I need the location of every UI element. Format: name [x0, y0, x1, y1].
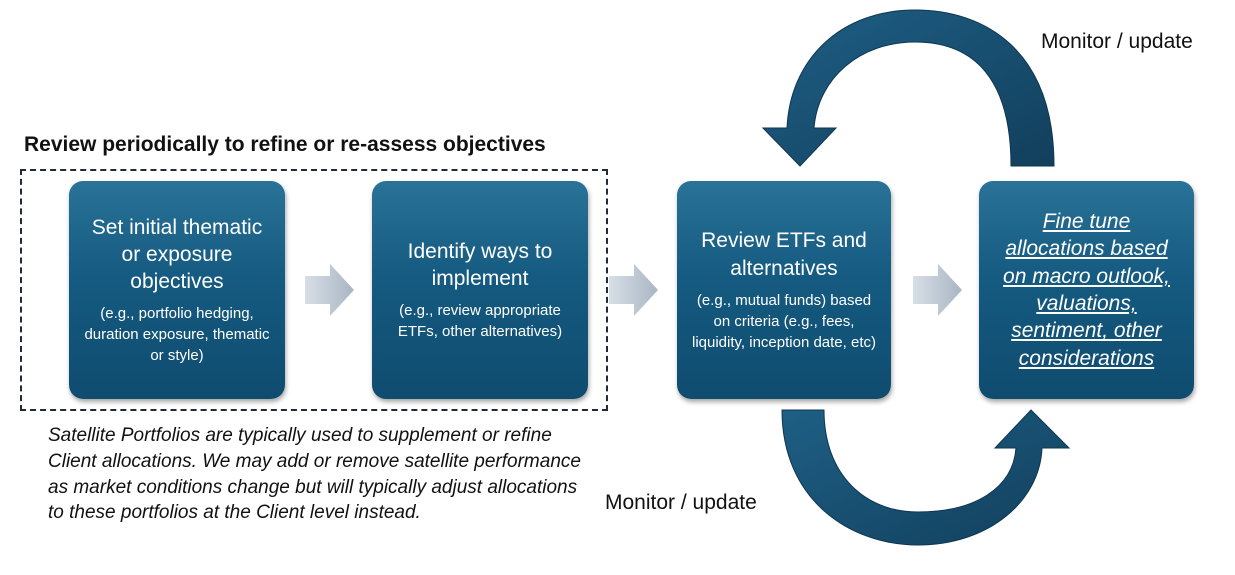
monitor-label-top: Monitor / update [1041, 30, 1193, 53]
dashed-group-border [20, 169, 608, 411]
step-box-title: Fine tune allocations based on macro out… [1003, 210, 1170, 370]
step-box-title: Identify ways to implement [407, 239, 553, 290]
step-box-detail: (e.g., mutual funds) based on criteria (… [692, 291, 876, 351]
step-box-detail: (e.g., review appropriate ETFs, other al… [397, 302, 563, 341]
step-box-title: Review ETFs and alternatives [701, 229, 867, 280]
cycle-arrow-top [761, 9, 1055, 167]
step-box-fine-tune: Fine tune allocations based on macro out… [979, 181, 1194, 399]
step-box-title: Set initial thematic or exposure objecti… [91, 215, 263, 294]
step-box-set-objectives: Set initial thematic or exposure objecti… [69, 181, 285, 399]
step-arrow-1 [305, 264, 354, 316]
step-box-identify-ways: Identify ways to implement (e.g., review… [372, 181, 588, 399]
step-arrow-3 [913, 264, 962, 316]
step-box-review-etfs: Review ETFs and alternatives (e.g., mutu… [677, 181, 891, 399]
cycle-arrow-bottom [781, 409, 1071, 546]
step-box-detail: (e.g., portfolio hedging, duration expos… [84, 305, 270, 365]
satellite-note: Satellite Portfolios are typically used … [48, 425, 581, 524]
step-arrow-2 [609, 264, 658, 316]
review-heading: Review periodically to refine or re-asse… [24, 133, 546, 156]
monitor-label-bottom: Monitor / update [605, 491, 757, 514]
